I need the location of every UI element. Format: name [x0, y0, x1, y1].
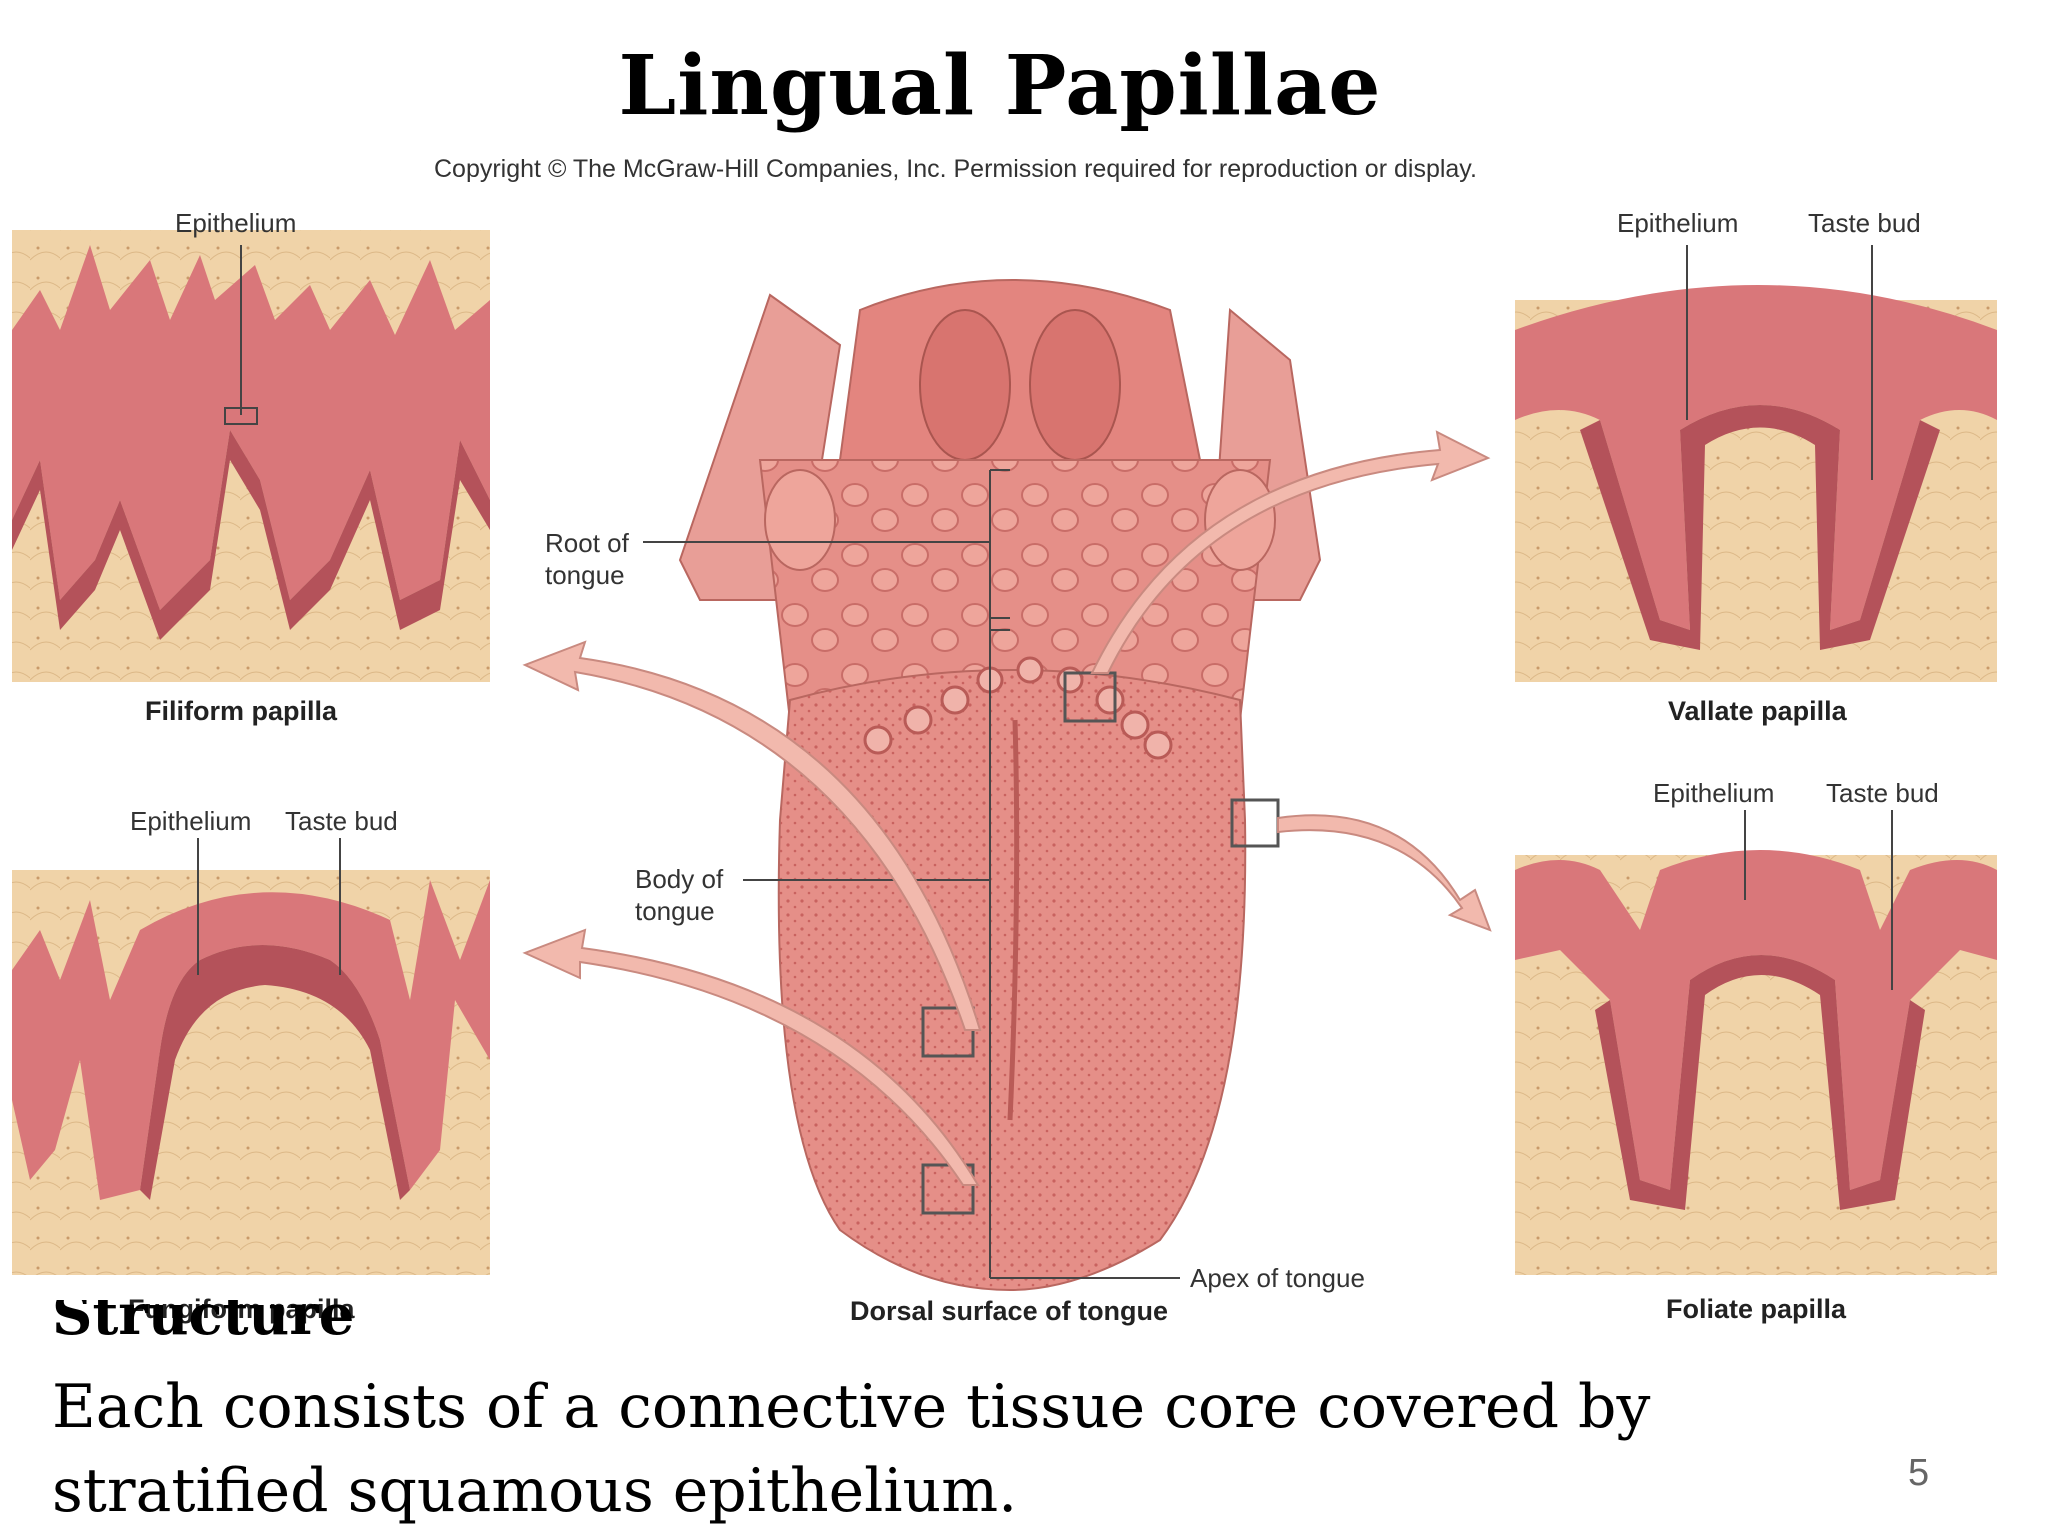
- fungiform-caption: Fungiform papilla: [128, 1294, 355, 1324]
- overlapped-heading: Structure: [52, 1300, 355, 1344]
- slide-title: Lingual Papillae: [618, 38, 1382, 134]
- vallate-caption: Vallate papilla: [1668, 696, 1848, 726]
- body-of-tongue-label-line1: Body of: [635, 864, 724, 894]
- filiform-epithelium-label: Epithelium: [175, 208, 296, 238]
- filiform-papilla-panel: Epithelium Filiform papilla: [12, 208, 490, 726]
- copyright-notice: Copyright © The McGraw-Hill Companies, I…: [434, 155, 1477, 183]
- foliate-taste-bud-label: Taste bud: [1826, 778, 1939, 808]
- body-of-tongue-label-line2: tongue: [635, 896, 715, 926]
- fungiform-papilla-panel: Epithelium Taste bud Fungiform papilla: [12, 806, 490, 1324]
- fungiform-epithelium-label: Epithelium: [130, 806, 251, 836]
- vallate-taste-bud-label: Taste bud: [1808, 208, 1921, 238]
- root-of-tongue-label-line2: tongue: [545, 560, 625, 590]
- lingual-papillae-figure: Epithelium Filiform papilla Epithelium T…: [12, 208, 1997, 1326]
- filiform-caption: Filiform papilla: [145, 696, 338, 726]
- foliate-epithelium-label: Epithelium: [1653, 778, 1774, 808]
- connector-arrows: [522, 430, 1492, 1186]
- root-of-tongue-label-line1: Root of: [545, 528, 630, 558]
- apex-of-tongue-label: Apex of tongue: [1190, 1263, 1365, 1293]
- foliate-papilla-panel: Epithelium Taste bud Foliate papilla: [1515, 778, 1997, 1324]
- vallate-epithelium-label: Epithelium: [1617, 208, 1738, 238]
- body-text: Each consists of a connective tissue cor…: [52, 1372, 1651, 1526]
- dorsal-surface-caption: Dorsal surface of tongue: [850, 1296, 1168, 1326]
- page-number: 5: [1908, 1452, 1930, 1494]
- foliate-caption: Foliate papilla: [1666, 1294, 1847, 1324]
- vallate-papilla-panel: Epithelium Taste bud Vallate papilla: [1515, 208, 1997, 726]
- fungiform-taste-bud-label: Taste bud: [285, 806, 398, 836]
